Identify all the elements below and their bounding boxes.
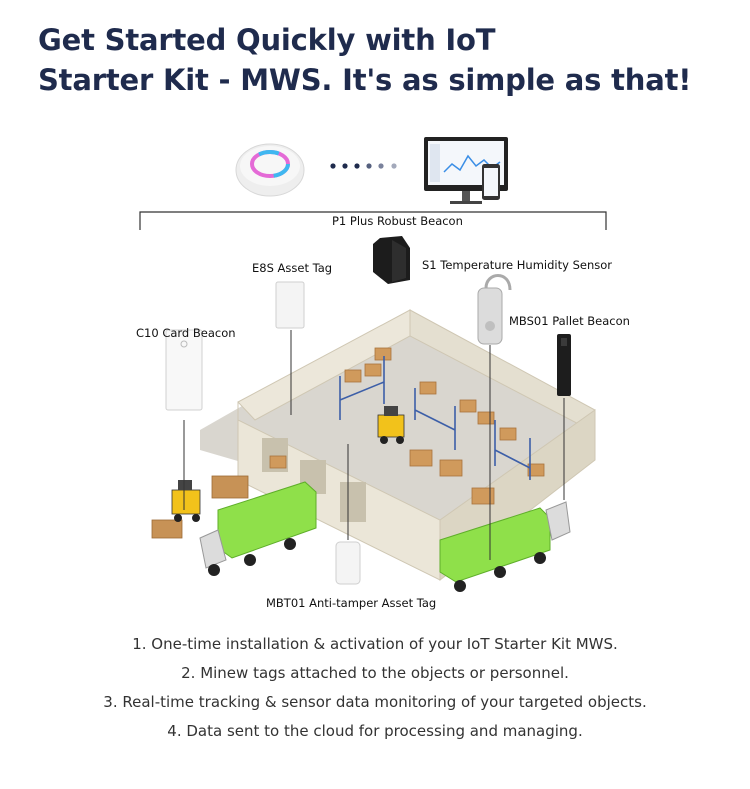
mbt01-tag-device [335, 541, 361, 585]
s1-sensor-icon [477, 274, 512, 345]
connection-dots [330, 163, 397, 169]
step-item: 1. One-time installation & activation of… [132, 635, 618, 653]
bracket-line [139, 211, 607, 230]
gateway-icon [235, 143, 305, 197]
step-item: 4. Data sent to the cloud for processing… [167, 722, 583, 740]
mbs01-pallet-beacon-device [557, 334, 571, 396]
forklift-icon [171, 406, 405, 522]
steps-list: 1. One-time installation & activation of… [0, 630, 750, 746]
page-title: Get Started Quickly with IoT Starter Kit… [38, 20, 691, 100]
s1-sensor-label: S1 Temperature Humidity Sensor [422, 258, 612, 272]
mbt01-tag-label: MBT01 Anti-tamper Asset Tag [266, 596, 437, 610]
mbs01-pallet-label: MBS01 Pallet Beacon [509, 314, 630, 328]
p1-beacon-device [373, 236, 410, 284]
e8s-asset-tag-device [275, 281, 305, 329]
p1-beacon-label: P1 Plus Robust Beacon [332, 214, 463, 228]
title-line-2: Starter Kit - MWS. It's as simple as tha… [38, 63, 692, 97]
phone-icon [482, 164, 500, 200]
leader-lines [183, 330, 565, 560]
step-item: 2. Minew tags attached to the objects or… [181, 664, 569, 682]
c10-card-beacon-device [165, 329, 203, 411]
truck-icon [199, 481, 571, 592]
diagram-illustration [139, 137, 607, 592]
step-item: 3. Real-time tracking & sensor data moni… [103, 693, 647, 711]
c10-card-label: C10 Card Beacon [136, 326, 236, 340]
e8s-tag-label: E8S Asset Tag [252, 261, 333, 275]
title-line-1: Get Started Quickly with IoT [38, 23, 496, 57]
iot-kit-diagram: P1 Plus Robust Beacon E8S Asset Tag S1 T… [0, 120, 750, 620]
